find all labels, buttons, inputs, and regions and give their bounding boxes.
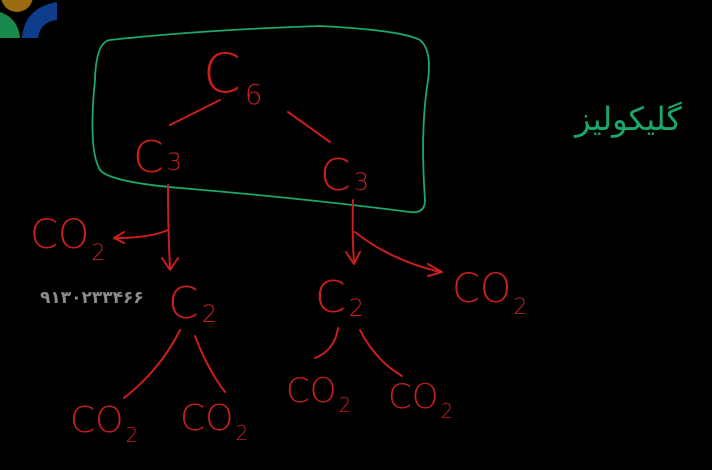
edge xyxy=(359,329,403,377)
glycolysis-annotation: گلیکولیز xyxy=(573,100,683,138)
edge xyxy=(314,327,339,359)
logo-icon xyxy=(0,0,57,38)
arrow-c3-to-co2-right xyxy=(354,231,443,277)
edge-c6-c3-right xyxy=(287,111,331,143)
edge xyxy=(123,329,181,399)
edge-c6-c3-left xyxy=(169,99,221,126)
glycolysis-box xyxy=(91,25,430,214)
arrow-c3-to-co2-left xyxy=(113,229,169,244)
arrow-c3-to-c2-left xyxy=(161,184,179,271)
edge xyxy=(194,335,226,393)
phone-watermark: ۹۱۳۰۲۳۳۴۶۶ xyxy=(40,288,144,308)
co2-label: CO2 xyxy=(30,212,105,266)
arrow-c3-to-c2-right xyxy=(345,199,361,265)
co2-label: CO2 xyxy=(452,266,527,320)
